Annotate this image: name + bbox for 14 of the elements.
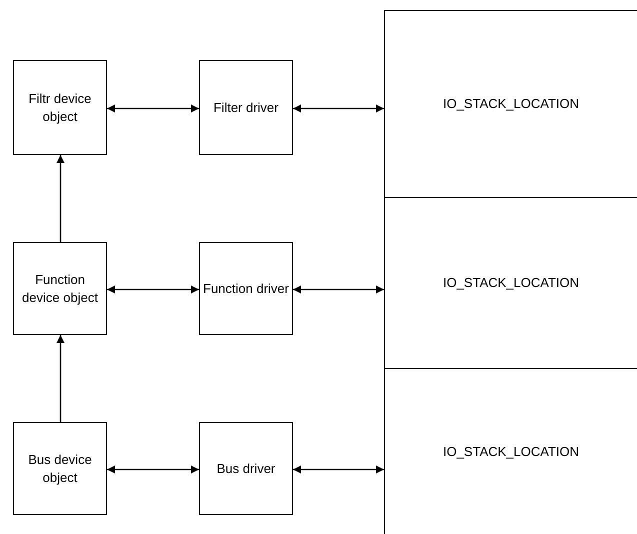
device-object-box: Function device object <box>13 242 107 335</box>
driver-box: Function driver <box>199 242 293 335</box>
arrow <box>293 104 384 112</box>
arrow <box>293 286 384 294</box>
arrow <box>56 155 64 242</box>
driver-box: Filter driver <box>199 60 293 155</box>
device-object-box: Bus device object <box>13 422 107 515</box>
arrow <box>293 466 384 474</box>
arrow <box>56 335 64 422</box>
arrow <box>107 286 199 294</box>
arrow <box>107 466 199 474</box>
device-object-box: Filtr device object <box>13 60 107 155</box>
driver-box: Bus driver <box>199 422 293 515</box>
arrow <box>107 104 199 112</box>
